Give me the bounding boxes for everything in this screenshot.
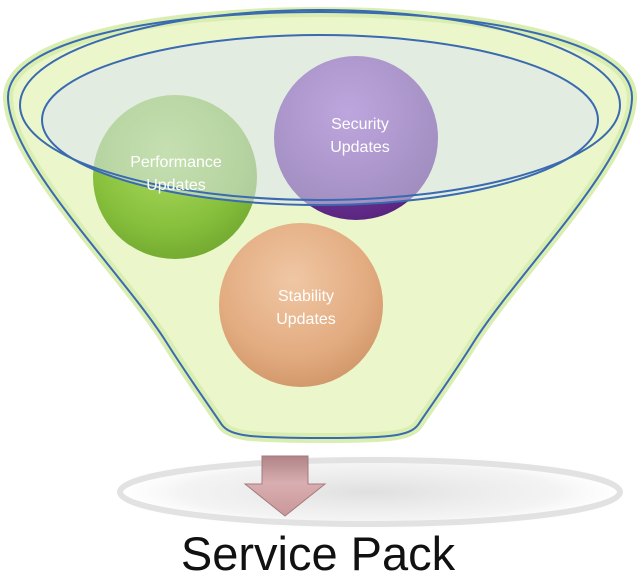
funnel-mouth-outer-rim — [19, 9, 621, 201]
performance-label-line1: Performance — [130, 154, 222, 171]
stability-label-line2: Updates — [276, 311, 336, 328]
stability-circle — [219, 223, 383, 387]
security-label-line2: Updates — [330, 139, 390, 156]
funnel-mouth-fill — [42, 35, 598, 205]
service-pack-label: Service Pack — [181, 527, 456, 579]
stability-label-line1: Stability — [278, 288, 334, 305]
down-arrow-icon — [243, 455, 327, 517]
ground-shadow-ellipse — [100, 452, 640, 532]
security-label-line1: Security — [331, 116, 389, 133]
ground-shadow-rim — [117, 457, 623, 527]
performance-label-line2: Updates — [146, 177, 206, 194]
funnel-mouth-inner-rim — [41, 34, 599, 206]
funnel-outline — [6, 10, 634, 440]
